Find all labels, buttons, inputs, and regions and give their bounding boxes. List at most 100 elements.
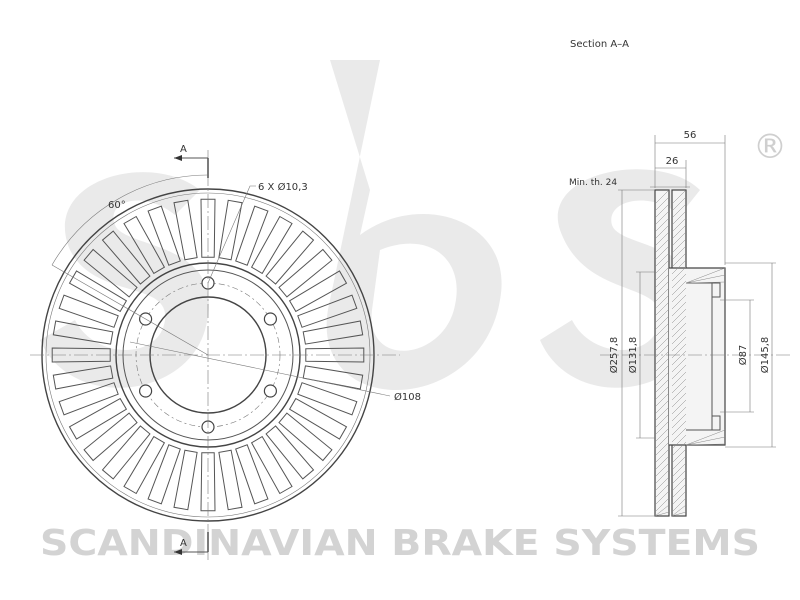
cooling-vane bbox=[235, 205, 269, 266]
cooling-vane bbox=[58, 382, 119, 416]
hatch-line bbox=[671, 427, 687, 443]
hatch-line bbox=[671, 238, 687, 254]
hatch-line bbox=[654, 420, 670, 436]
hatch-line bbox=[654, 490, 670, 506]
cooling-vane bbox=[200, 198, 216, 258]
hatch-line bbox=[654, 329, 670, 345]
hatch-line bbox=[671, 462, 687, 478]
cooling-vane bbox=[218, 449, 243, 511]
hatch-line bbox=[654, 189, 670, 205]
hatch-line bbox=[654, 427, 670, 443]
cooling-vane bbox=[51, 347, 111, 363]
bolt-hole bbox=[139, 384, 153, 398]
cooling-vane bbox=[52, 365, 114, 390]
hatch-line bbox=[654, 455, 670, 471]
cooling-vane bbox=[123, 435, 166, 495]
hatch-line bbox=[671, 441, 687, 457]
hatch-line bbox=[654, 378, 670, 394]
hatch-line bbox=[671, 343, 687, 359]
holes-label: 6 X Ø10,3 bbox=[258, 181, 308, 193]
hatch-line bbox=[671, 294, 687, 310]
hatch-line bbox=[671, 189, 687, 205]
hatch-line bbox=[671, 308, 687, 324]
hatch-line bbox=[654, 343, 670, 359]
section-arrowhead-top bbox=[174, 155, 182, 161]
hatch-line bbox=[671, 280, 687, 296]
cooling-vane bbox=[173, 449, 198, 511]
holes-leader-line bbox=[207, 185, 256, 284]
hatch-line bbox=[671, 378, 687, 394]
cooling-vane bbox=[83, 248, 138, 298]
hatch-line bbox=[671, 224, 687, 240]
hatch-line bbox=[654, 294, 670, 310]
hatch-line bbox=[654, 497, 670, 513]
hatch-line bbox=[654, 252, 670, 268]
registered-mark: ® bbox=[753, 127, 787, 167]
hatch-line bbox=[654, 322, 670, 338]
cooling-vane bbox=[250, 435, 293, 495]
hatch-line bbox=[671, 371, 687, 387]
hatch-line bbox=[654, 483, 670, 499]
hat-section bbox=[669, 267, 726, 446]
section-view: 56 26 Min. th. 24 Ø257,8 Ø131,8 Ø87 Ø145… bbox=[569, 130, 790, 517]
brand-line-watermark: SCANDINAVIAN BRAKE SYSTEMS bbox=[40, 523, 760, 564]
cooling-vane bbox=[302, 365, 364, 390]
hat-diameter-label: Ø145,8 bbox=[759, 337, 771, 374]
hatch-line bbox=[654, 406, 670, 422]
hatch-line bbox=[671, 315, 687, 331]
cooling-vane bbox=[297, 382, 358, 416]
cooling-vane bbox=[68, 397, 128, 440]
hatch-line bbox=[654, 210, 670, 226]
cooling-vane bbox=[302, 320, 364, 345]
hatch-line bbox=[671, 483, 687, 499]
cooling-vane bbox=[101, 230, 151, 285]
sbs-watermark-logo bbox=[40, 60, 703, 390]
cooling-vane bbox=[101, 425, 151, 480]
hatch-line bbox=[671, 252, 687, 268]
cooling-vane bbox=[200, 452, 216, 512]
hatch-line bbox=[654, 245, 670, 261]
hatch-line bbox=[671, 476, 687, 492]
hatch-line bbox=[654, 231, 670, 247]
width-inner-label: 26 bbox=[666, 156, 679, 167]
hatch-line bbox=[671, 448, 687, 464]
cooling-vane bbox=[288, 270, 348, 313]
angle-label: 60° bbox=[108, 200, 126, 211]
hatch-line bbox=[671, 259, 687, 275]
hatch-line bbox=[671, 455, 687, 471]
cooling-vane bbox=[278, 412, 333, 462]
hatch-line bbox=[654, 462, 670, 478]
hatch-line bbox=[671, 210, 687, 226]
cooling-vane bbox=[68, 270, 128, 313]
hatch-line bbox=[671, 301, 687, 317]
cooling-vane bbox=[235, 444, 269, 505]
bolt-hole bbox=[263, 312, 277, 326]
hatch-line bbox=[654, 336, 670, 352]
hatch-line bbox=[654, 308, 670, 324]
cooling-vane bbox=[123, 215, 166, 275]
hatch-line bbox=[654, 476, 670, 492]
hatch-line bbox=[671, 497, 687, 513]
hatch-line bbox=[654, 511, 670, 517]
hatch-line bbox=[654, 371, 670, 387]
hatch-line bbox=[654, 385, 670, 401]
cooling-vane bbox=[147, 205, 181, 266]
hatch-line bbox=[654, 399, 670, 415]
hatch-line bbox=[654, 224, 670, 240]
hatch-line bbox=[654, 413, 670, 429]
hatch-line bbox=[654, 441, 670, 457]
hatch-line bbox=[654, 315, 670, 331]
hatch-line bbox=[671, 413, 687, 429]
hatch-line bbox=[685, 429, 726, 446]
hatch-line bbox=[671, 420, 687, 436]
hatch-line bbox=[654, 350, 670, 366]
hatch-line bbox=[654, 266, 670, 282]
cooling-vane bbox=[173, 199, 198, 261]
cooling-vane bbox=[58, 294, 119, 328]
hatch-line bbox=[671, 203, 687, 219]
hatch-line bbox=[671, 490, 687, 506]
hatch-line bbox=[671, 287, 687, 303]
angle-arc bbox=[51, 174, 209, 266]
cooling-vane bbox=[265, 230, 315, 285]
outer-diameter-label: Ø257,8 bbox=[608, 337, 620, 374]
